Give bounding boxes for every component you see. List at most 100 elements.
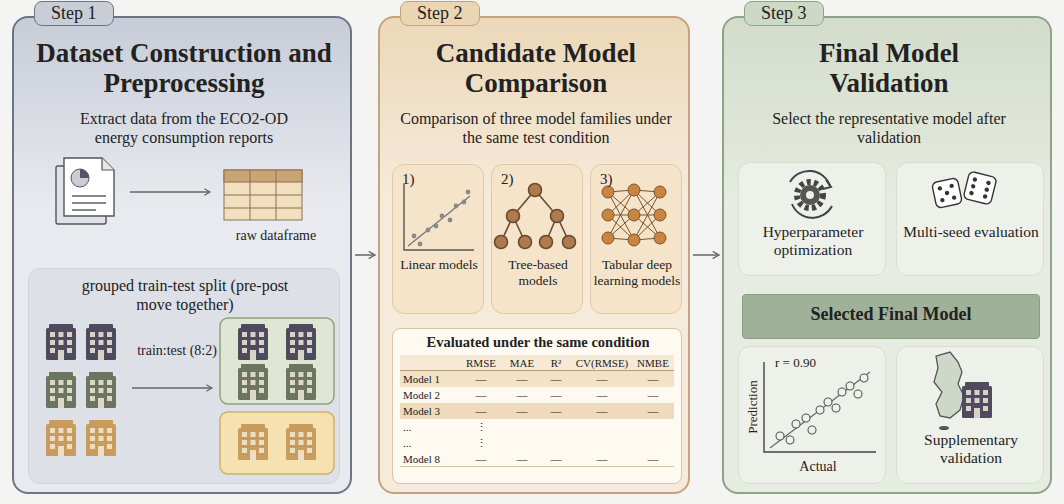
building-group	[46, 324, 116, 456]
dice-icon	[969, 190, 974, 195]
table-cell: ...	[400, 419, 458, 435]
tree-icon	[546, 216, 557, 242]
table-cell: —	[632, 451, 674, 467]
report-icon	[102, 158, 114, 170]
tree-icon	[495, 236, 508, 249]
linear-chart-icon	[412, 234, 417, 239]
dice-icon	[937, 183, 956, 202]
linear-chart-icon	[440, 214, 445, 219]
tree-icon	[551, 210, 564, 223]
table-row	[400, 435, 674, 451]
scatter-plot-icon	[808, 426, 816, 434]
scatter-plot-icon	[854, 390, 862, 398]
table-cell: —	[458, 387, 504, 403]
linear-chart-icon	[404, 184, 474, 250]
neural-network-icon	[602, 184, 666, 246]
dice-icon	[986, 180, 991, 185]
step-panel: Step 3Final Model ValidationSelect the r…	[722, 16, 1052, 494]
box-label: Supplementary validation	[901, 431, 1041, 468]
family-name: Tree-based models	[494, 257, 582, 289]
scatter-plot-icon	[860, 374, 868, 382]
panel-subtitle: Extract data from the ECO2-OD energy con…	[59, 110, 309, 148]
dataframe-icon	[276, 170, 277, 220]
scatter-plot-icon	[764, 362, 876, 452]
dice-icon	[972, 177, 977, 182]
train-set-group	[238, 364, 268, 400]
neural-network-icon	[654, 209, 666, 221]
linear-chart-icon	[434, 224, 439, 229]
panel-subtitle: Select the representative model after va…	[769, 110, 1009, 148]
table-cell: —	[632, 387, 674, 403]
flow-arrow	[130, 191, 210, 193]
correlation-label: r = 0.90	[775, 355, 816, 370]
table-cell: ⋮	[458, 419, 504, 435]
axis-label: Actual	[773, 459, 863, 476]
flow-arrow	[355, 254, 375, 256]
table-cell: Model 1	[400, 371, 458, 387]
panel-title: Candidate Model Comparison	[396, 38, 676, 98]
building-group	[46, 324, 76, 360]
table-cell: —	[504, 403, 540, 419]
table-row	[400, 451, 674, 467]
table-cell: —	[540, 451, 572, 467]
scatter-plot-icon	[764, 362, 876, 452]
table-row	[400, 371, 674, 387]
tree-icon	[563, 236, 576, 249]
tree-icon	[495, 184, 576, 249]
table-cell: —	[540, 371, 572, 387]
tree-icon	[513, 216, 525, 242]
scatter-plot-icon	[824, 398, 832, 406]
dice-icon	[971, 184, 976, 189]
table-cell: CV(RMSE)	[572, 355, 632, 371]
table-cell: —	[458, 403, 504, 419]
gear-icon	[792, 204, 832, 218]
dataframe-icon	[224, 208, 302, 209]
building-group	[46, 372, 76, 408]
neural-network-icon	[602, 186, 614, 198]
family-name: Tabular deep learning models	[593, 257, 681, 289]
report-icon	[80, 169, 89, 178]
scatter-plot-icon	[776, 374, 868, 444]
table-cell: ⋮	[458, 435, 504, 451]
panel-subtitle: Comparison of three model families under…	[396, 110, 676, 148]
neural-network-icon	[654, 232, 666, 244]
neural-network-icon	[602, 209, 614, 221]
metrics-table: Evaluated under the same conditionRMSEMA…	[392, 328, 682, 484]
neural-network-icon	[628, 184, 640, 196]
train-set-group	[220, 318, 334, 404]
validation-box: Multi-seed evaluation	[896, 162, 1044, 276]
gear-icon	[800, 185, 820, 205]
family-name: Linear models	[395, 257, 483, 273]
scatter-plot-icon	[838, 388, 846, 396]
map-building-icon	[962, 382, 992, 418]
train-set-group	[286, 364, 316, 400]
model-family-box: 3)Tabular deep learning models	[590, 164, 682, 314]
box-label: grouped train-test split (pre-post move …	[75, 277, 295, 315]
validation-box: Supplementary validation	[896, 346, 1044, 484]
gear-icon	[790, 171, 832, 218]
table-cell: NMBE	[632, 355, 674, 371]
gear-icon	[823, 180, 831, 189]
box-label: Hyperparameter optimization	[743, 223, 883, 260]
dataframe-icon	[224, 170, 302, 220]
map-building-icon	[934, 352, 964, 418]
tree-icon	[513, 190, 535, 216]
tree-icon	[540, 236, 553, 249]
dataframe-icon	[224, 170, 302, 220]
step-tab: Step 1	[34, 1, 114, 26]
table-cell: Model 3	[400, 403, 458, 419]
building-group	[46, 420, 76, 456]
train-set-group	[238, 324, 268, 360]
table-cell: —	[458, 451, 504, 467]
linear-chart-icon	[466, 190, 471, 195]
neural-network-icon	[608, 190, 660, 240]
report-icon	[56, 166, 106, 224]
gear-icon	[797, 182, 823, 208]
tree-icon	[519, 236, 532, 249]
table-row	[400, 403, 674, 419]
table-row	[400, 419, 674, 435]
table-cell: R²	[540, 355, 572, 371]
map-building-icon	[934, 352, 992, 430]
table-cell: —	[504, 371, 540, 387]
scatter-plot-icon	[846, 382, 854, 390]
